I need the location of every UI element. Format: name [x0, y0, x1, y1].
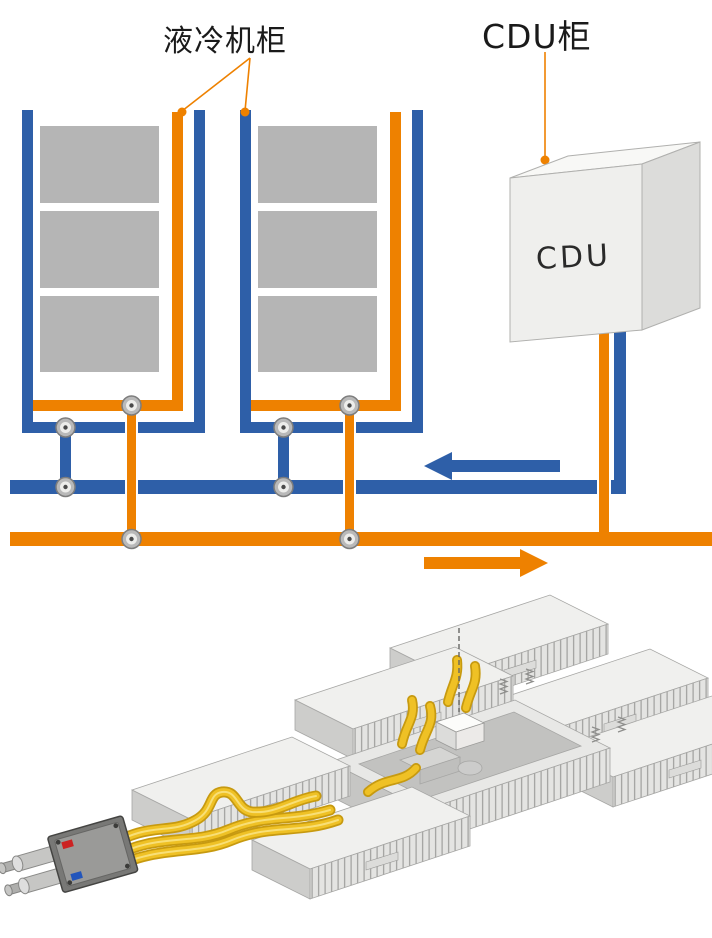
cold-port-marker — [70, 871, 83, 881]
server-blocks — [40, 126, 377, 372]
supply-flow-arrow-left — [424, 452, 560, 480]
return-main-pipe — [10, 532, 712, 546]
coolant-hose-bundle-2 — [106, 814, 344, 874]
quick-disconnect-coupling — [0, 815, 139, 897]
cdu-box-text: CDU — [535, 238, 612, 277]
return-flow-arrow-right — [424, 549, 548, 577]
hot-port-marker — [61, 839, 74, 850]
coolant-jumper-hoses — [363, 655, 481, 797]
valve-icon — [339, 528, 360, 550]
coolant-hoses — [100, 655, 481, 874]
blind-mate-connector-block — [434, 712, 486, 751]
cold-plate-assembly — [0, 594, 712, 900]
coolant-hose-bundle-3 — [100, 786, 322, 854]
valve-icon — [273, 417, 294, 438]
cdu-box — [509, 141, 701, 343]
liquid-cooling-cabinet-label: 液冷机柜 — [163, 24, 287, 59]
leader-lines — [181, 52, 546, 158]
valve-icon — [339, 395, 360, 416]
cdu-cabinet-label: CDU柜 — [482, 17, 592, 56]
supply-main-pipe — [10, 480, 626, 494]
valve-icon — [121, 395, 142, 416]
cooling-schematic — [10, 52, 712, 577]
valve-icon — [273, 476, 294, 498]
supply-pipes-blue — [10, 110, 626, 494]
coolant-hose-bundle-1 — [104, 804, 336, 864]
valve-icon — [121, 528, 142, 550]
valve-icon — [55, 476, 76, 498]
leader-dots — [177, 107, 550, 165]
pipe-valves — [55, 395, 360, 550]
valve-icon — [55, 417, 76, 438]
